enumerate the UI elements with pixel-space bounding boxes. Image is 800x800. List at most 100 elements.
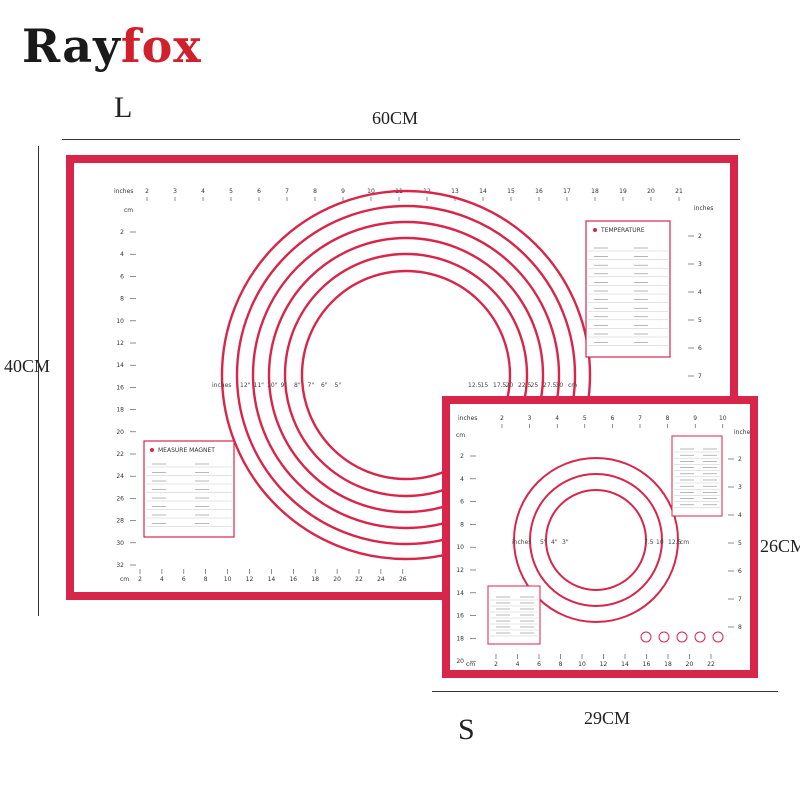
ruler-tick-label: 5 [229,188,233,195]
ruler-tick-label: 16 [289,576,297,583]
small-concentric-circles [513,457,679,623]
ruler-tick-label: 6 [738,568,742,575]
circle-cm-label: 15 [481,382,489,389]
circle-cm-label: 20 [506,382,514,389]
ruler-tick-label: 2 [698,233,702,240]
ruler-tick-label: 16 [535,188,543,195]
ruler-unit-cm-left: cm [456,432,465,439]
ruler-tick-label: 18 [456,635,464,642]
circle-cm-label: 12.5 [468,382,482,389]
ruler-tick-label: 4 [201,188,205,195]
circle-inch-label: 7" [308,382,315,389]
ruler-tick-label: 2 [500,415,504,422]
circle-ring [545,489,647,591]
small-circle-inches-label: inches [512,539,531,546]
dishwasher-safe-icon [694,631,706,643]
small-measure-table [487,585,541,645]
ruler-tick-label: 4 [120,251,124,258]
circle-inch-label: 6" [321,382,328,389]
ruler-tick-label: 22 [707,661,715,668]
ruler-unit-cm-bottom: cm [120,576,129,583]
ruler-tick-label: 6 [698,345,702,352]
ruler-tick-label: 9 [693,415,697,422]
large-width-label: 60CM [372,108,419,128]
ruler-tick-label: 12 [456,567,464,574]
circle-ring [251,220,561,530]
brand-name-part1: Ray [22,19,121,73]
circle-cm-label: 17.5 [493,382,507,389]
large-size-label: L [114,91,133,124]
ruler-unit-inches-top: inches [114,188,133,195]
ruler-tick-label: 20 [647,188,655,195]
ruler-tick-label: 22 [116,451,124,458]
circle-inch-label: 10" [267,382,278,389]
circle-ring [267,236,545,514]
ruler-unit-inches-top: inches [458,415,477,422]
oven-safe-icon [640,631,652,643]
ruler-tick-label: 4 [160,576,164,583]
ruler-tick-label: 6 [537,661,541,668]
circle-ring [283,252,529,498]
ruler-unit-inches-right: inches [694,205,713,212]
ruler-tick-label: 5 [698,317,702,324]
ruler-tick-label: 14 [116,362,124,369]
freezer-safe-icon [658,631,670,643]
ruler-tick-label: 8 [204,576,208,583]
ruler-tick-label: 8 [460,521,464,528]
ruler-tick-label: 16 [456,613,464,620]
ruler-tick-label: 3 [173,188,177,195]
ruler-tick-label: 7 [285,188,289,195]
ruler-tick-label: 9 [341,188,345,195]
ruler-tick-label: 8 [666,415,670,422]
ruler-tick-label: 10 [456,544,464,551]
ruler-tick-label: 5 [738,540,742,547]
ruler-tick-label: 20 [456,658,464,665]
ruler-tick-label: 8 [120,296,124,303]
small-size-label: S [458,713,475,746]
ruler-tick-label: 20 [333,576,341,583]
circle-cm-label: 30 [556,382,564,389]
circle-ring [220,189,592,561]
ruler-tick-label: 18 [591,188,599,195]
small-height-label: 26CM [760,536,800,556]
small-width-dimension-line [432,691,778,692]
temperature-table-title: TEMPERATURE [600,227,645,234]
ruler-tick-label: 13 [451,188,459,195]
ruler-tick-label: 10 [224,576,232,583]
measure-magnet-table: MEASURE MAGNET [143,440,235,538]
circle-cm-label: 7.5 [644,539,654,546]
ruler-tick-label: 7 [638,415,642,422]
ruler-tick-label: 3 [528,415,532,422]
ruler-tick-label: 7 [738,596,742,603]
ruler-tick-label: 2 [460,453,464,460]
ruler-tick-label: 6 [182,576,186,583]
ruler-tick-label: 6 [120,273,124,280]
circle-cm-label: cm [568,382,577,389]
circle-cm-label: cm [680,539,689,546]
ruler-tick-label: 18 [311,576,319,583]
small-width-label: 29CM [584,708,631,728]
circle-cm-label: 25 [531,382,539,389]
ruler-tick-label: 8 [738,624,742,631]
circle-cm-label: 27.5 [543,382,557,389]
ruler-tick-label: 10 [367,188,375,195]
ruler-tick-label: 3 [738,484,742,491]
circle-ring [235,204,577,546]
circle-inch-label: 12" [240,382,251,389]
ruler-tick-label: 14 [621,661,629,668]
ruler-tick-label: 5 [583,415,587,422]
ruler-tick-label: 2 [494,661,498,668]
circle-ring [300,269,512,481]
ruler-tick-label: 4 [460,476,464,483]
large-height-dimension-line [38,146,39,616]
ruler-tick-label: 10 [116,318,124,325]
ruler-tick-label: 2 [138,576,142,583]
ruler-tick-label: 8 [559,661,563,668]
circle-inch-label: 4" [551,539,558,546]
ruler-tick-label: 16 [116,384,124,391]
care-icons [640,631,724,643]
ruler-tick-label: 2 [120,229,124,236]
large-width-dimension-line [62,139,740,140]
ruler-tick-label: 10 [578,661,586,668]
